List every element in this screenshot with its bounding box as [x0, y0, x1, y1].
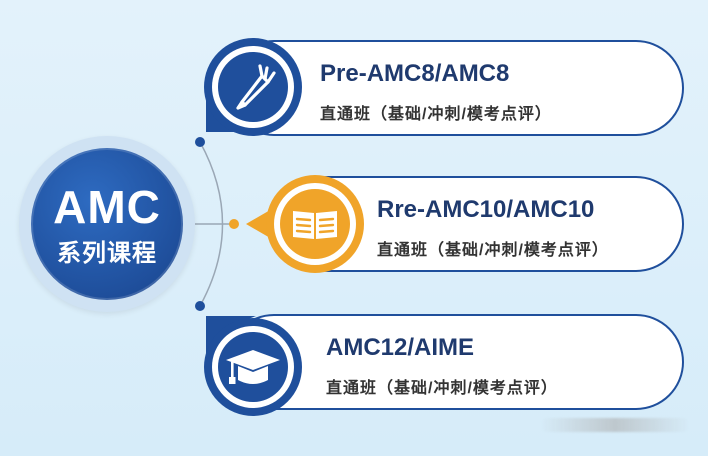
- connector-dot-middle: [229, 219, 239, 229]
- course-title: Rre-AMC10/AMC10: [377, 196, 595, 223]
- card3-tail: [206, 316, 256, 356]
- course-subtitle: 直通班（基础/冲刺/模考点评）: [320, 106, 552, 123]
- course-title: AMC12/AIME: [326, 334, 475, 361]
- course-subtitle: 直通班（基础/冲刺/模考点评）: [377, 242, 609, 259]
- pencil-icon: [236, 64, 276, 110]
- open-book-icon: [293, 211, 337, 239]
- badge-core: [280, 189, 350, 259]
- course-subtitle: 直通班（基础/冲刺/模考点评）: [326, 380, 558, 397]
- pencil-badge: [204, 38, 302, 136]
- connector-dot-top: [195, 137, 205, 147]
- graduation-cap-icon: [226, 350, 280, 384]
- watermark: [540, 418, 690, 432]
- course-card-amc8[interactable]: Pre-AMC8/AMC8 直通班（基础/冲刺/模考点评）: [226, 40, 684, 136]
- connector-dot-bottom: [195, 301, 205, 311]
- amc-series-badge-inner: AMC 系列课程: [31, 148, 183, 300]
- badge-subtitle: 系列课程: [57, 240, 157, 267]
- graduation-badge: [204, 318, 302, 416]
- badge-title: AMC: [53, 181, 161, 233]
- book-badge: [266, 175, 364, 273]
- course-card-amc12[interactable]: AMC12/AIME 直通班（基础/冲刺/模考点评）: [226, 314, 684, 410]
- amc-series-badge: AMC 系列课程: [19, 136, 195, 312]
- course-title: Pre-AMC8/AMC8: [320, 60, 510, 87]
